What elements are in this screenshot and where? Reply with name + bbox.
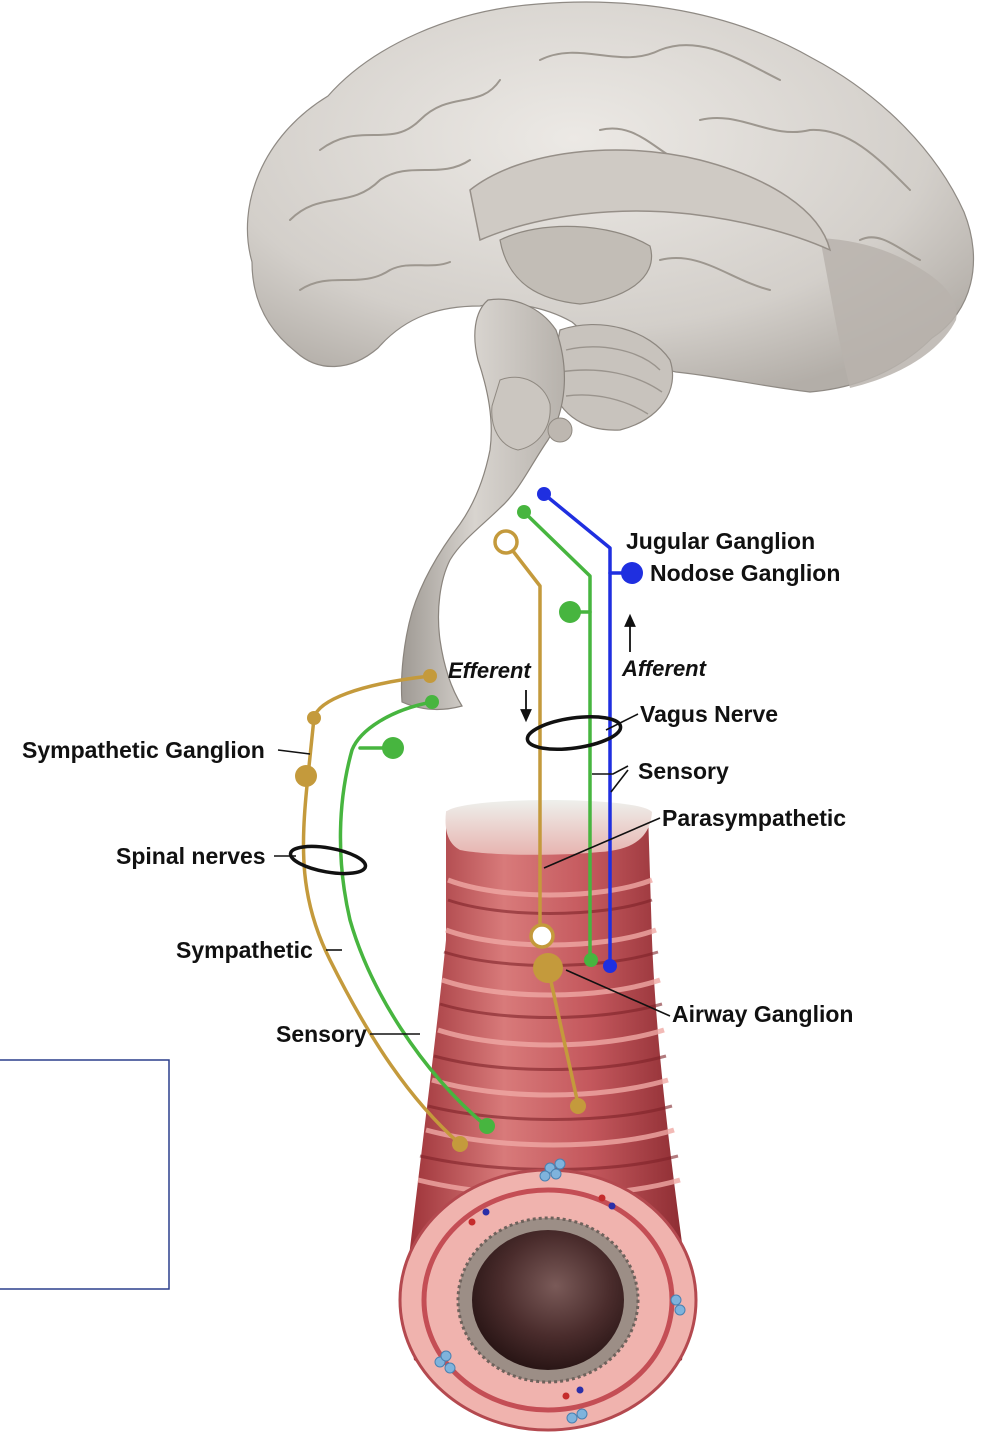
airway-illustration [400, 800, 696, 1430]
spinal-sensory-airway-terminal [479, 1118, 495, 1134]
sensory-spinal-label: Sensory [276, 1021, 367, 1047]
preganglionic-neuron-node [495, 531, 517, 553]
postganglionic-terminal-node [570, 1098, 586, 1114]
sympathetic-airway-terminal [452, 1136, 468, 1152]
airway-ganglion-label: Airway Ganglion [672, 1001, 853, 1027]
jugular-sensory-ganglion-node [559, 601, 581, 623]
nodose-ganglion-label: Nodose Ganglion [650, 560, 840, 586]
spinal-nerves-label: Spinal nerves [116, 843, 266, 869]
airway-top-cut [446, 800, 652, 855]
brainstem-node [548, 418, 572, 442]
spinal-nerves-bundle-ring [288, 842, 367, 879]
sympathetic-spinal-terminal [423, 669, 437, 683]
inset-frame [0, 1060, 169, 1289]
sympathetic-ganglion-small-node [307, 711, 321, 725]
vagus-nerve-label: Vagus Nerve [640, 701, 778, 727]
vagal-sensory-terminal-top [517, 505, 531, 519]
airway-lumen [472, 1230, 624, 1370]
efferent-label: Efferent [448, 658, 532, 683]
spinal-sensory-terminal-top [425, 695, 439, 709]
nodose-ganglion-node [621, 562, 643, 584]
sympathetic-ganglion-label: Sympathetic Ganglion [22, 737, 265, 763]
vagal-afferent-terminal-top [537, 487, 551, 501]
vagal-sensory-terminal-airway [584, 953, 598, 967]
afferent-label: Afferent [621, 656, 708, 681]
sympathetic-ganglion-node [295, 765, 317, 787]
airway-ganglion-node [533, 953, 563, 983]
sympathetic-label: Sympathetic [176, 937, 313, 963]
vagal-afferent-terminal-airway [603, 959, 617, 973]
parasympathetic-terminal-node [531, 925, 553, 947]
sensory-vagal-label: Sensory [638, 758, 729, 784]
dorsal-root-ganglion-node [382, 737, 404, 759]
parasympathetic-label: Parasympathetic [662, 805, 846, 831]
jugular-ganglion-label: Jugular Ganglion [626, 528, 815, 554]
